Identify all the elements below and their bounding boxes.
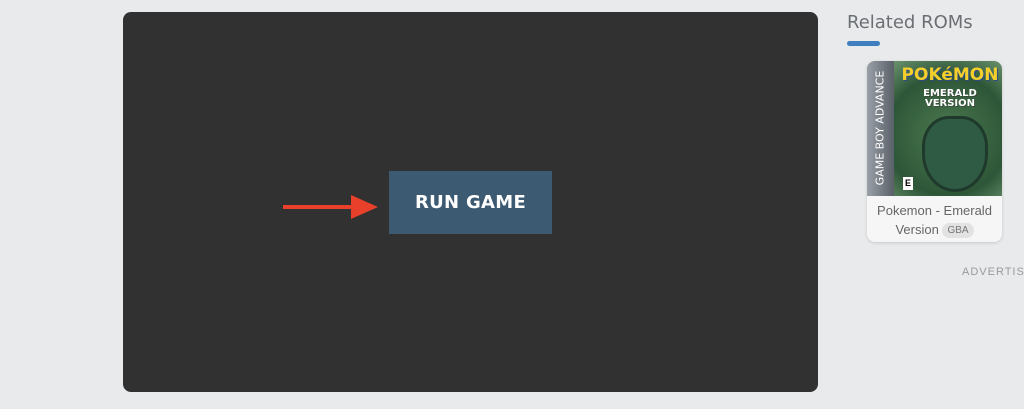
run-game-button[interactable]: RUN GAME bbox=[389, 171, 552, 234]
arrow-right-icon bbox=[283, 195, 378, 219]
platform-badge: GBA bbox=[942, 223, 974, 238]
rom-title-line2: Version bbox=[895, 222, 939, 237]
esrb-rating-icon: E bbox=[903, 177, 913, 190]
pokemon-logo: POKéMON bbox=[901, 65, 999, 85]
advertisement-label: ADVERTISEMENT bbox=[962, 266, 1024, 278]
rayquaza-art bbox=[922, 116, 988, 192]
rom-title[interactable]: Pokemon - Emerald Version GBA bbox=[867, 201, 1002, 239]
title-underline bbox=[847, 41, 880, 46]
rom-title-line1: Pokemon - Emerald bbox=[877, 203, 992, 218]
game-player: RUN GAME bbox=[123, 12, 818, 392]
related-roms-title: Related ROMs bbox=[847, 12, 973, 33]
gba-spine: GAME BOY ADVANCE bbox=[867, 61, 894, 196]
